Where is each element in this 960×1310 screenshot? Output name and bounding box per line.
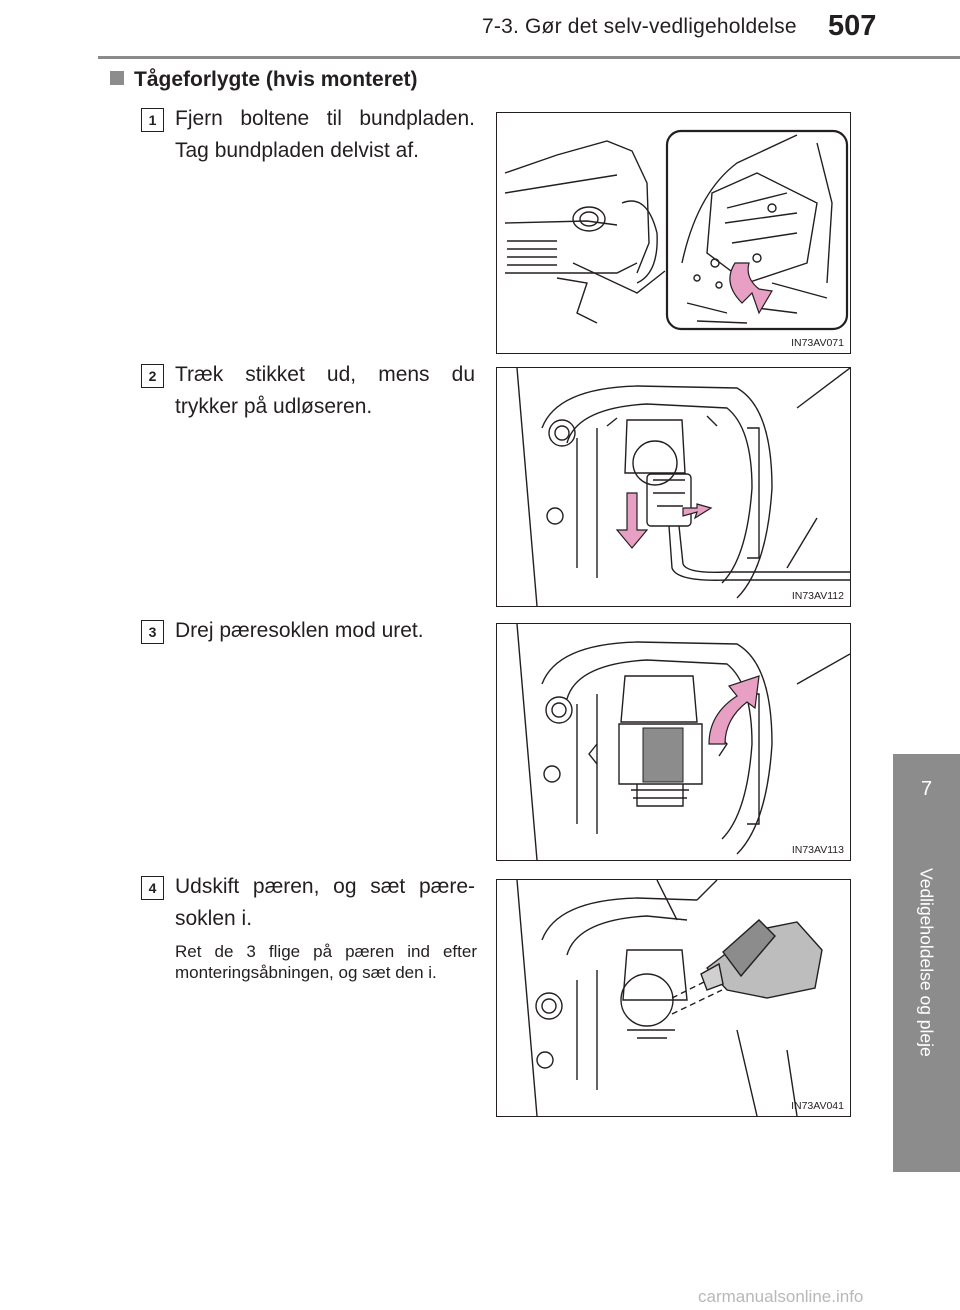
bumper-underside-illustration bbox=[504, 129, 849, 331]
figure-2: IN73AV112 bbox=[496, 367, 851, 607]
step-1-text: Fjern boltene til bundpladen. Tag bundpl… bbox=[175, 107, 475, 162]
figure-1: IN73AV071 bbox=[496, 112, 851, 354]
section-heading: Tågeforlygte (hvis monteret) bbox=[110, 68, 418, 92]
step-1-number: 1 bbox=[141, 108, 164, 132]
chapter-label: Vedligeholdelse og pleje bbox=[916, 868, 937, 1057]
figure-1-code: IN73AV071 bbox=[791, 337, 844, 349]
step-4-text: Udskift pæren, og sæt pære-soklen i. bbox=[175, 875, 475, 930]
heading-square-icon bbox=[110, 71, 124, 85]
header-section-title: 7-3. Gør det selv-vedligeholdelse bbox=[482, 15, 797, 38]
step-4-number: 4 bbox=[141, 876, 164, 900]
bulb-socket-rotate-illustration bbox=[516, 624, 850, 860]
section-heading-text: Tågeforlygte (hvis monteret) bbox=[134, 68, 418, 91]
step-2-text: Træk stikket ud, mens du trykker på udlø… bbox=[175, 363, 475, 418]
figure-4: IN73AV041 bbox=[496, 879, 851, 1117]
step-2-number: 2 bbox=[141, 364, 164, 388]
figure-3-code: IN73AV113 bbox=[791, 844, 844, 856]
header-rule bbox=[98, 56, 960, 59]
step-4-note: Ret de 3 flige på pæren ind efter monter… bbox=[175, 942, 477, 982]
chapter-number: 7 bbox=[920, 778, 933, 800]
figure-2-code: IN73AV112 bbox=[791, 590, 844, 602]
page-number: 507 bbox=[828, 10, 877, 42]
chapter-side-tab: 7 Vedligeholdelse og pleje bbox=[893, 754, 960, 1172]
footer-watermark[interactable]: carmanualsonline.info bbox=[698, 1287, 864, 1306]
connector-release-illustration bbox=[516, 368, 850, 606]
bulb-replace-illustration bbox=[516, 880, 823, 1116]
step-3-number: 3 bbox=[141, 620, 164, 644]
figure-4-code: IN73AV041 bbox=[791, 1100, 844, 1112]
step-3-text: Drej pæresoklen mod uret. bbox=[175, 619, 424, 642]
figure-3: IN73AV113 bbox=[496, 623, 851, 861]
